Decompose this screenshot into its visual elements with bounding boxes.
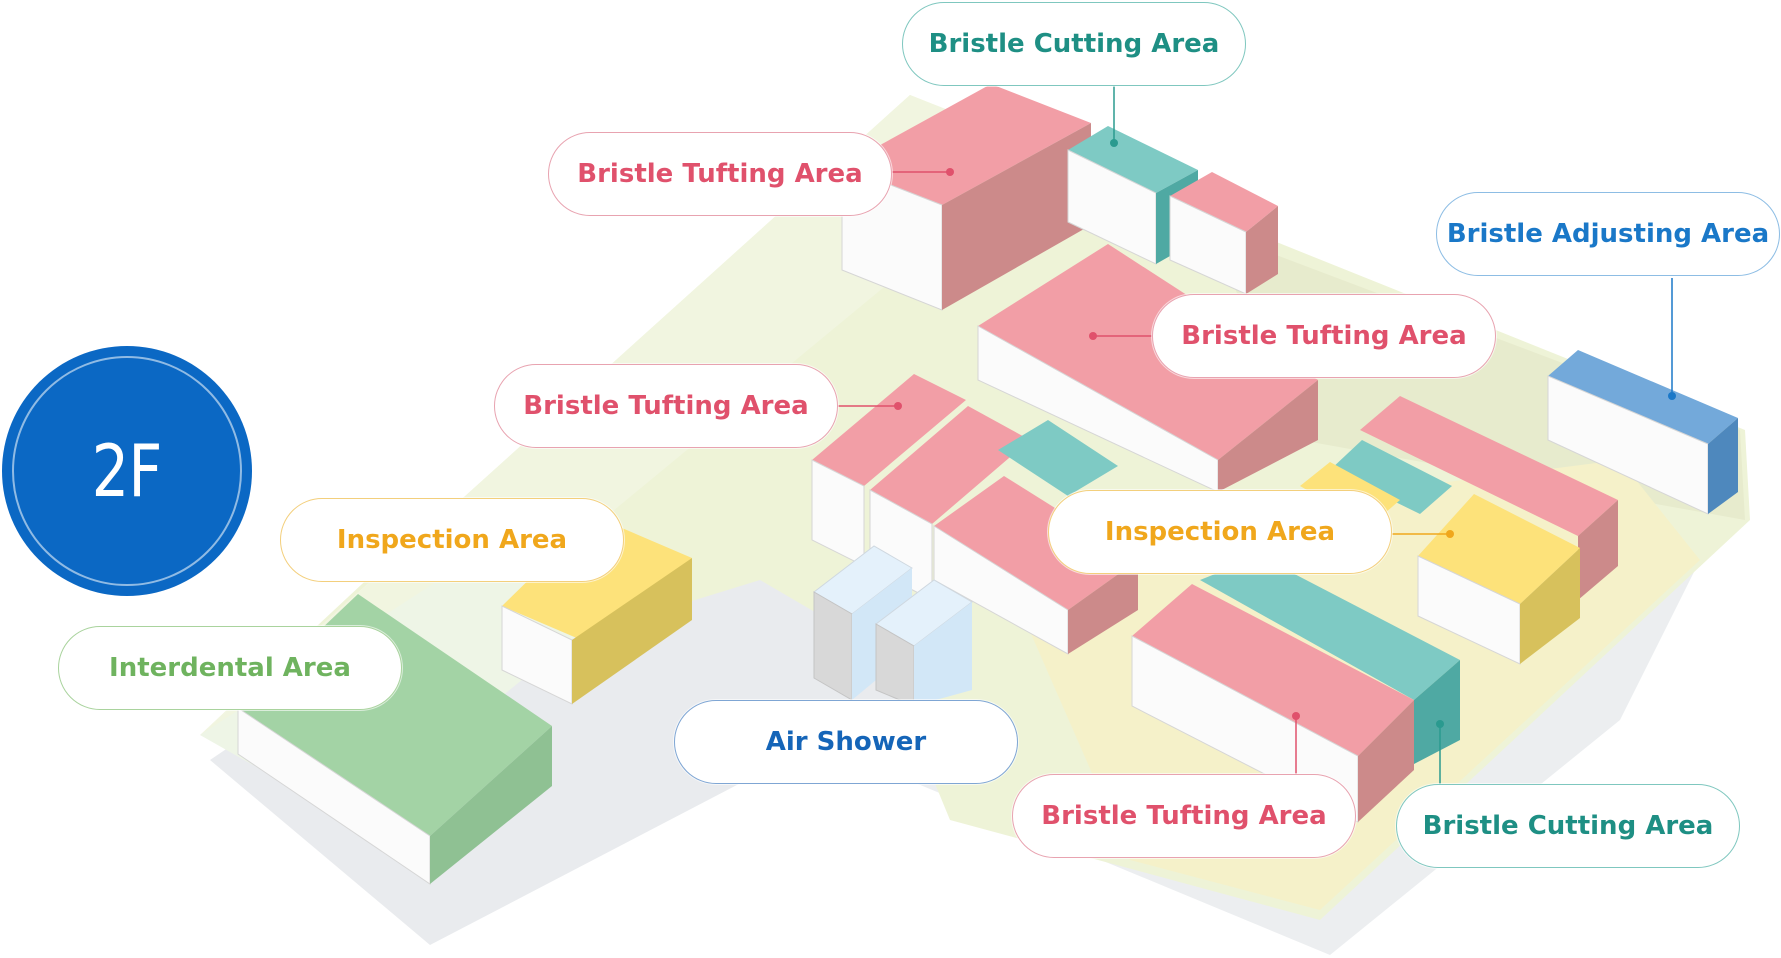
air-shower-b-side — [914, 602, 972, 706]
label-bristle-cutting-bottom: Bristle Cutting Area — [1396, 784, 1740, 868]
label-inspection-right: Inspection Area — [1048, 490, 1392, 574]
adjusting-side — [1708, 418, 1738, 514]
label-bristle-tufting-middle: Bristle Tufting Area — [1152, 294, 1496, 378]
tufting-left-c-roof — [934, 476, 1138, 610]
tufting-right-roof — [1360, 396, 1618, 536]
tufting-bottom-side — [1358, 700, 1414, 822]
label-bristle-cutting-top: Bristle Cutting Area — [902, 2, 1246, 86]
floor-badge: 2F — [2, 346, 252, 596]
tufting-left-b-roof — [870, 406, 1030, 524]
leader-lines — [838, 86, 1676, 784]
cutting-bottom-roof — [1200, 556, 1460, 700]
cutting-top-roof — [1068, 126, 1198, 193]
cutting-bottom-side — [1414, 660, 1460, 764]
floor-badge-ring — [12, 356, 242, 586]
tufting-mid-side — [1218, 380, 1318, 492]
floor-label: 2F — [92, 429, 163, 513]
tufting-top-roof — [842, 84, 1091, 205]
label-bristle-tufting-top: Bristle Tufting Area — [548, 132, 892, 216]
label-inspection-left: Inspection Area — [280, 498, 624, 582]
label-bristle-adjusting: Bristle Adjusting Area — [1436, 192, 1780, 276]
inspection-left-roof — [502, 516, 692, 648]
cutting-right-roof — [1330, 440, 1452, 514]
tufting-mid-roof — [978, 244, 1318, 460]
label-bristle-tufting-left: Bristle Tufting Area — [494, 364, 838, 448]
label-air-shower: Air Shower — [674, 700, 1018, 784]
interdental-side — [430, 726, 552, 884]
label-interdental: Interdental Area — [58, 626, 402, 710]
tufting-left-a-roof — [812, 374, 966, 486]
tufting-small-side — [1246, 206, 1278, 294]
tufting-left-c-side — [1068, 560, 1138, 654]
adjusting-roof — [1548, 350, 1738, 444]
inspection-left-side — [572, 558, 692, 704]
inspection-right-roof — [1418, 494, 1580, 604]
tufting-top-side — [942, 123, 1091, 310]
tufting-bottom-roof — [1132, 584, 1414, 756]
cutting-left-roof — [998, 420, 1118, 496]
tufting-right-side — [1578, 500, 1618, 600]
inspection-right-side — [1520, 548, 1580, 664]
label-bristle-tufting-bottom: Bristle Tufting Area — [1012, 774, 1356, 858]
tufting-small-roof — [1170, 172, 1278, 232]
